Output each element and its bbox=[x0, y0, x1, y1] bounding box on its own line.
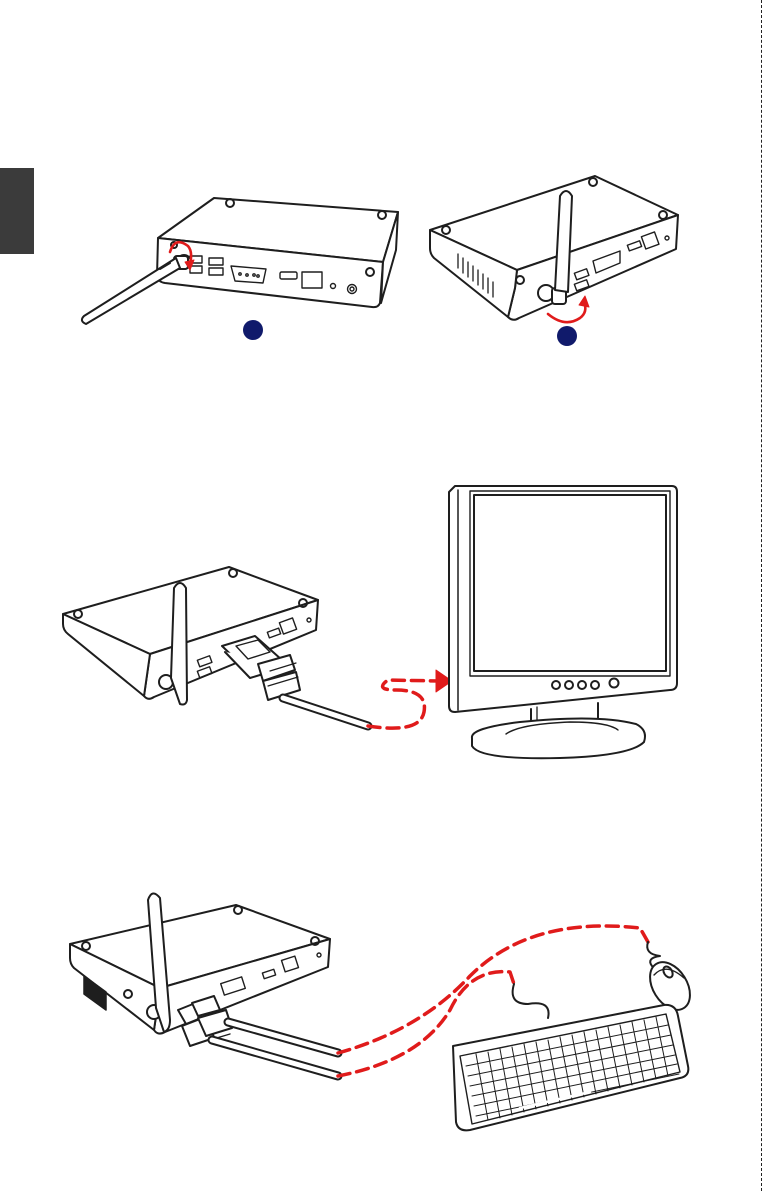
antenna-horizontal bbox=[82, 255, 191, 324]
figure-antenna-raised bbox=[430, 176, 678, 346]
keyboard-icon bbox=[453, 1005, 688, 1130]
step-badge-circle bbox=[243, 320, 263, 340]
figure-connect-monitor bbox=[63, 486, 677, 758]
step-badge-circle bbox=[557, 326, 577, 346]
dashed-cable-path bbox=[368, 680, 440, 728]
figure-connect-peripherals bbox=[70, 893, 698, 1130]
figure-antenna-folded bbox=[82, 198, 398, 340]
vga-connector bbox=[222, 636, 300, 700]
monitor bbox=[449, 486, 677, 758]
